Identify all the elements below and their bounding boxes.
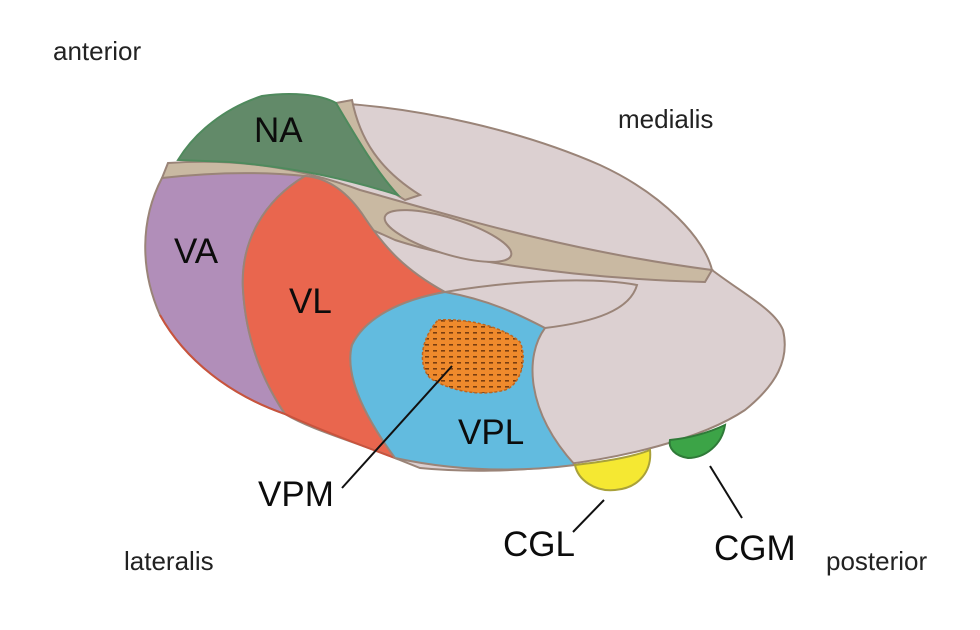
lamina-hole	[383, 209, 513, 263]
vl-label: VL	[289, 282, 332, 321]
cgm-leader-line	[709, 465, 743, 519]
va-label: VA	[174, 232, 219, 271]
vpm-region	[421, 319, 524, 394]
lateral-contour	[159, 314, 396, 459]
medial-division-line	[444, 279, 639, 329]
vpm-leader-line	[341, 365, 453, 489]
medialis-label: medialis	[618, 104, 713, 134]
vpm-label: VPM	[258, 475, 334, 514]
cgm-region	[668, 423, 727, 460]
cgl-region	[573, 448, 652, 492]
na-region	[176, 93, 402, 198]
anterior-label: anterior	[53, 36, 141, 66]
posterior-label: posterior	[826, 546, 927, 576]
vpl-label: VPL	[458, 413, 524, 452]
cgm-label: CGM	[714, 529, 796, 568]
cgl-label: CGL	[503, 525, 575, 564]
lateralis-label: lateralis	[124, 546, 214, 576]
na-label: NA	[254, 111, 303, 150]
cgl-leader-line	[572, 499, 605, 533]
